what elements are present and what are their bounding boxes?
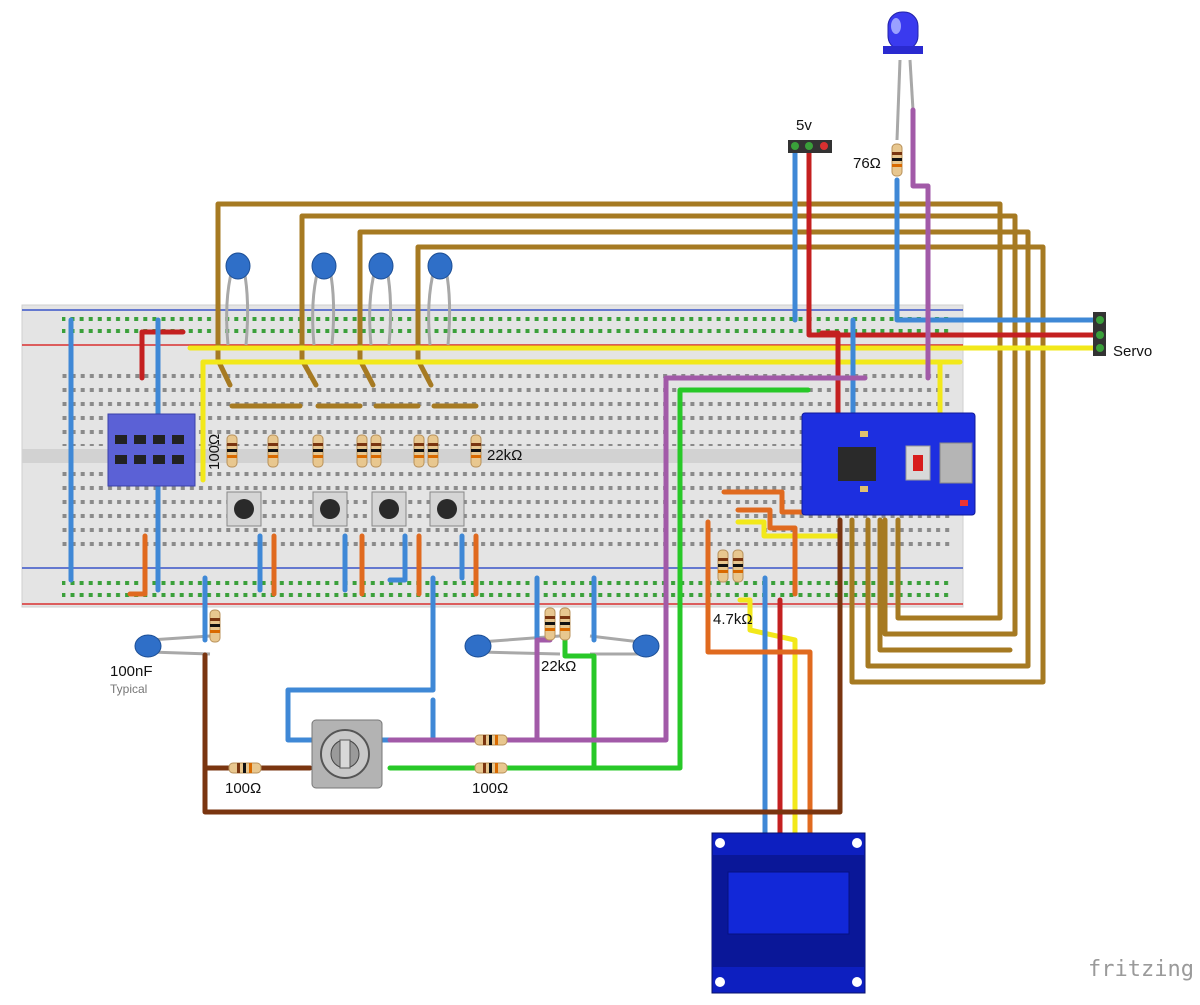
resistor bbox=[470, 434, 482, 468]
label-capacitor-100nf: 100nF bbox=[110, 663, 153, 680]
resistor bbox=[267, 434, 279, 468]
wire-green bbox=[387, 387, 811, 771]
resistors bbox=[209, 143, 903, 774]
resistor bbox=[209, 609, 221, 643]
ceramic-capacitor bbox=[464, 634, 492, 658]
resistor bbox=[427, 434, 439, 468]
resistor bbox=[413, 434, 425, 468]
resistor bbox=[370, 434, 382, 468]
wire-purple bbox=[534, 637, 553, 743]
rotary-encoder bbox=[311, 719, 383, 789]
label-resistor-4k7: 4.7kΩ bbox=[713, 611, 753, 628]
label-resistor-100-bottom-left: 100Ω bbox=[225, 780, 261, 797]
label-resistor-100-top: 100Ω bbox=[206, 434, 223, 470]
ceramic-capacitor bbox=[368, 252, 394, 280]
wire-red bbox=[806, 143, 1103, 338]
wires bbox=[68, 107, 1103, 841]
resistor bbox=[891, 143, 903, 177]
label-resistor-22k-bottom: 22kΩ bbox=[541, 658, 576, 675]
resistor bbox=[312, 434, 324, 468]
push-button bbox=[312, 491, 348, 527]
mcu-board bbox=[801, 412, 976, 516]
oled-display bbox=[711, 832, 866, 994]
ceramic-capacitor bbox=[134, 634, 162, 658]
power-header bbox=[788, 140, 832, 153]
push-buttons bbox=[226, 491, 465, 527]
label-power: 5v bbox=[796, 117, 812, 134]
breadboard bbox=[21, 304, 964, 608]
wire-purple bbox=[387, 375, 868, 743]
resistor bbox=[732, 549, 744, 583]
fritzing-logo: fritzing bbox=[1088, 957, 1194, 982]
resistor bbox=[474, 734, 508, 746]
push-button bbox=[371, 491, 407, 527]
wire-orange bbox=[705, 519, 813, 841]
servo-header bbox=[1093, 312, 1106, 356]
ceramic-capacitor bbox=[427, 252, 453, 280]
ceramic-capacitor bbox=[632, 634, 660, 658]
resistor bbox=[356, 434, 368, 468]
wire-blue bbox=[387, 533, 408, 583]
resistor bbox=[226, 434, 238, 468]
wire-blue bbox=[894, 177, 1103, 323]
push-button bbox=[429, 491, 465, 527]
logic-level-module bbox=[107, 413, 196, 487]
wire-green bbox=[562, 637, 597, 771]
wire-blue bbox=[285, 575, 436, 743]
led bbox=[883, 11, 923, 54]
label-resistor-22k-top: 22kΩ bbox=[487, 447, 522, 464]
push-button bbox=[226, 491, 262, 527]
wire-yellow bbox=[737, 597, 798, 841]
wire-red bbox=[819, 330, 841, 415]
resistor bbox=[228, 762, 262, 774]
ceramic-capacitor bbox=[311, 252, 337, 280]
wire-dark-brown bbox=[202, 517, 843, 815]
label-led-resistor: 76Ω bbox=[853, 155, 881, 172]
label-resistor-100-bottom-middle: 100Ω bbox=[472, 780, 508, 797]
wire-blue bbox=[379, 697, 436, 743]
wire-orange bbox=[735, 507, 798, 597]
resistor bbox=[717, 549, 729, 583]
wire-brown bbox=[877, 517, 1013, 653]
wire-red bbox=[139, 329, 186, 381]
label-capacitor-typical: Typical bbox=[110, 682, 147, 696]
ceramic-capacitor bbox=[225, 252, 251, 280]
resistor bbox=[559, 607, 571, 641]
wire-purple bbox=[910, 107, 931, 381]
resistor bbox=[544, 607, 556, 641]
resistor bbox=[474, 762, 508, 774]
label-servo: Servo bbox=[1113, 343, 1152, 360]
capacitor-row bbox=[225, 252, 453, 280]
wire-yellow bbox=[200, 359, 963, 483]
wire-orange bbox=[127, 533, 148, 597]
